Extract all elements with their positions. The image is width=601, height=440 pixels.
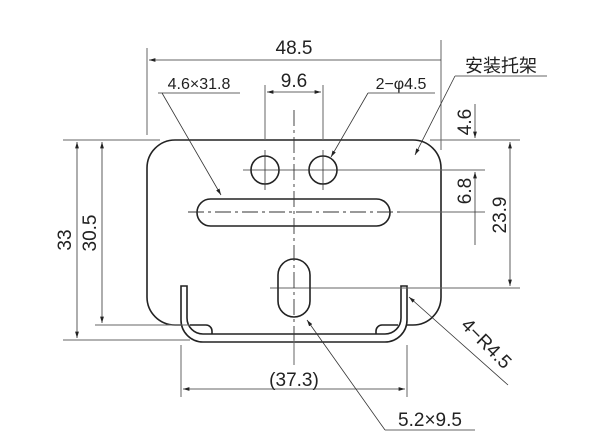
- leader-lines: [158, 75, 547, 431]
- dim-holes: 2−φ4.5: [376, 76, 427, 93]
- dim-overall-width: 48.5: [276, 38, 313, 59]
- dim-total-height: 33: [55, 229, 76, 250]
- dimension-lines: [75, 58, 512, 391]
- dim-leg-span: (37.3): [269, 370, 319, 391]
- dim-corner-radius: 4−R4.5: [457, 315, 516, 374]
- dim-plate-height: 30.5: [80, 215, 101, 252]
- dim-top-to-lower-slot: 23.9: [490, 197, 511, 234]
- dim-hole-spacing: 9.6: [281, 71, 307, 92]
- horizontal-slot: [196, 198, 391, 227]
- dim-top-offset: 4.6: [455, 109, 476, 135]
- center-lines: [188, 110, 400, 340]
- dim-slot-size: 4.6×31.8: [168, 76, 231, 93]
- extension-lines: [63, 40, 520, 397]
- dim-hole-to-slot: 6.8: [455, 178, 476, 204]
- dim-lower-slot-size: 5.2×9.5: [398, 410, 462, 431]
- part-title: 安装托架: [465, 56, 537, 76]
